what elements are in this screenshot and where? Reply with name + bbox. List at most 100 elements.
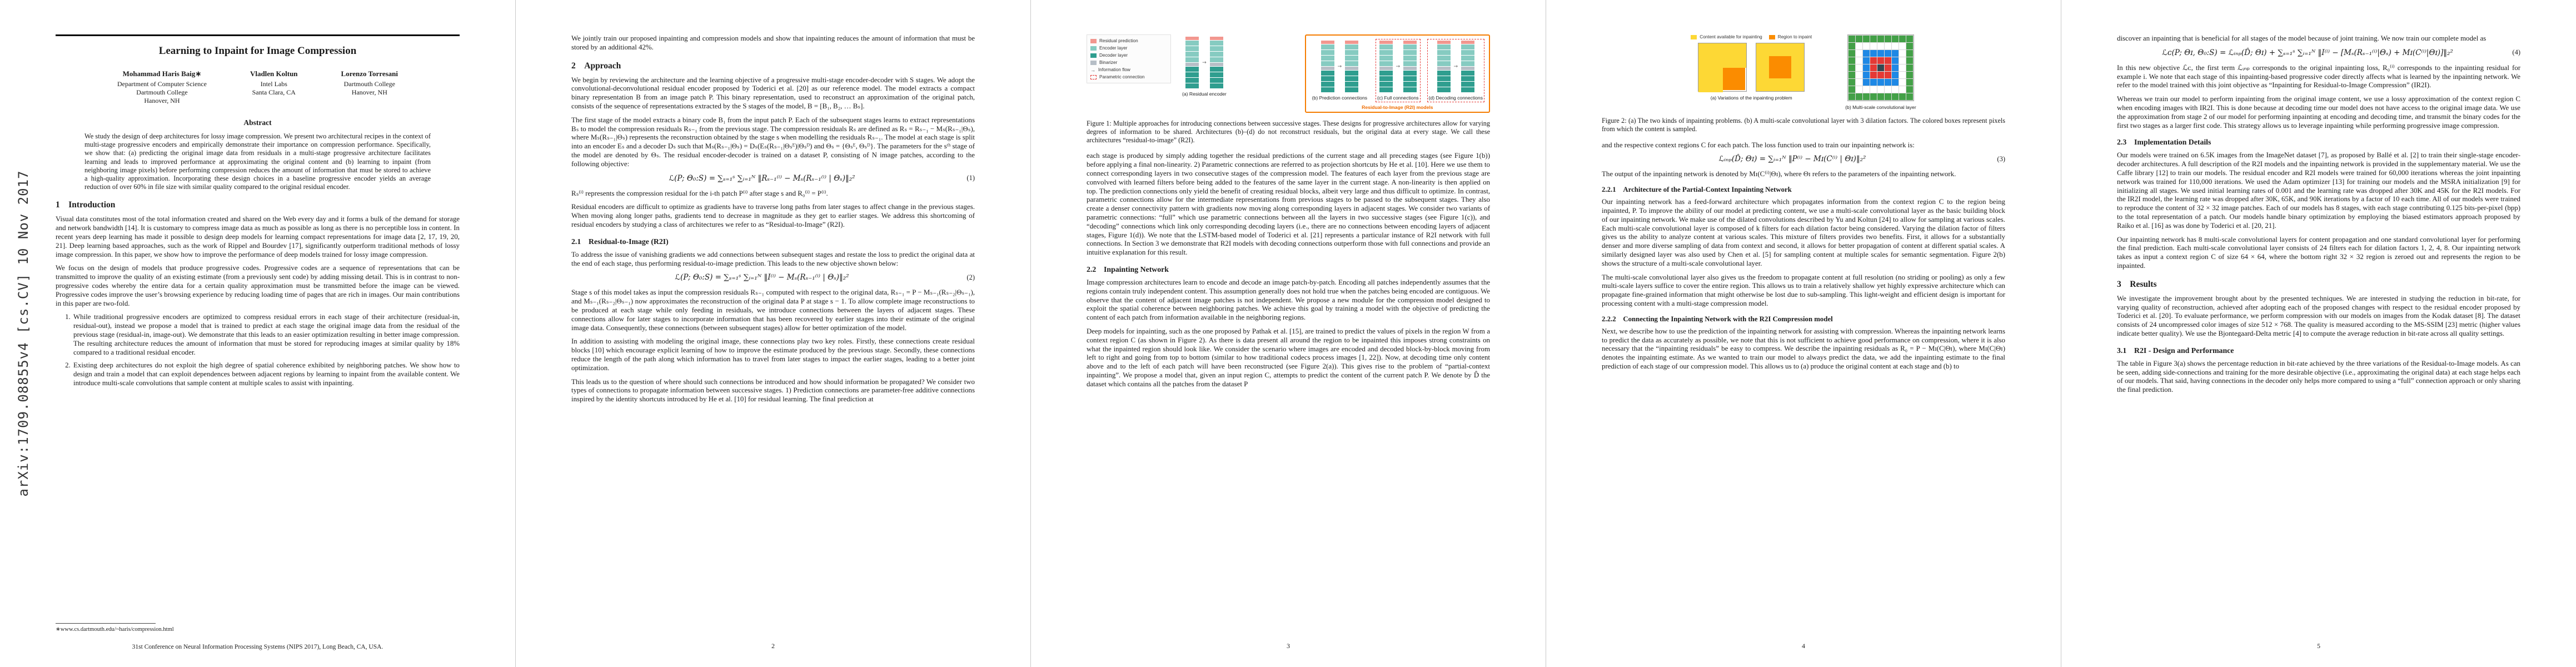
legend-label: Decoder layer — [1099, 53, 1128, 58]
layer-bar — [1185, 72, 1199, 77]
architecture-full-connections: →(c) Full connections — [1375, 38, 1421, 103]
grid-cell — [1848, 93, 1855, 100]
grid-cell — [1870, 64, 1877, 71]
grid-cell — [1884, 86, 1891, 93]
paragraph: Deep models for inpainting, such as the … — [1087, 327, 1490, 388]
grid-cell — [1899, 57, 1906, 64]
author-affiliation: Hanover, NH — [351, 88, 387, 96]
layer-bar — [1437, 76, 1451, 81]
inpaint-region — [1769, 56, 1792, 78]
grid-cell — [1877, 43, 1884, 49]
paragraph: Our inpainting network has 8 multi-scale… — [2117, 235, 2520, 270]
box-swatch-icon — [1090, 60, 1097, 65]
layer-bar — [1185, 46, 1199, 51]
layer-bar — [1437, 41, 1451, 44]
encoder-decoder-tower — [1437, 41, 1451, 92]
contribution-item: While traditional progressive encoders a… — [72, 313, 460, 357]
layer-bar — [1437, 82, 1451, 87]
dilation-grid — [1847, 34, 1914, 101]
paragraph: Stage s of this model takes as input the… — [571, 288, 975, 332]
grid-cell — [1891, 36, 1899, 42]
layer-bar — [1461, 61, 1475, 66]
layer-bar — [1461, 82, 1475, 87]
grid-cell — [1891, 50, 1899, 57]
legend-label: Binarizer — [1099, 60, 1118, 65]
title-rule — [56, 34, 460, 36]
paragraph: Our models were trained on 6.5K images f… — [2117, 151, 2520, 230]
page-body: Learning to Inpaint for Image Compressio… — [56, 34, 460, 394]
footnote: ∗www.cs.dartmouth.edu/~haris/compression… — [56, 623, 174, 633]
layer-bar — [1379, 44, 1393, 49]
layer-bar — [1209, 46, 1223, 51]
layer-bar — [1185, 41, 1199, 46]
paragraph: We jointly train our proposed inpainting… — [571, 34, 975, 51]
layer-bar — [1461, 67, 1475, 70]
layer-bar — [1209, 78, 1223, 83]
equation: ℒ(P; Θ₀:S) = ∑ₛ₌₁ˢ ∑ᵢ₌₁ᴺ ‖Rₛ₋₁⁽ⁱ⁾ − Mₛ(R… — [571, 174, 975, 183]
grid-cell — [1862, 36, 1870, 42]
legend-label: Encoder layer — [1099, 46, 1128, 51]
author-block: Mohammad Haris Baig∗Department of Comput… — [56, 69, 460, 105]
equation-number: (2) — [966, 273, 975, 281]
layer-bar — [1403, 76, 1417, 81]
author-name: Vladlen Koltun — [250, 69, 298, 78]
grid-cell — [1848, 43, 1855, 49]
layer-bar — [1379, 82, 1393, 87]
paragraph: To address the issue of vanishing gradie… — [571, 250, 975, 267]
layer-bar — [1403, 44, 1417, 49]
grid-cell — [1855, 64, 1862, 71]
grid-cell — [1855, 43, 1862, 49]
layer-bar — [1209, 41, 1223, 46]
grid-cell — [1884, 79, 1891, 86]
subsection-heading: 3.1 R2I - Design and Performance — [2117, 346, 2234, 355]
architecture-label: (c) Full connections — [1377, 95, 1419, 101]
grid-cell — [1848, 72, 1855, 78]
grid-cell — [1848, 64, 1855, 71]
subsection-heading: 2.2 Inpainting Network — [1087, 265, 1169, 273]
layer-bar — [1321, 71, 1334, 76]
grid-cell — [1877, 64, 1884, 71]
section-heading: 2 Approach — [571, 61, 621, 71]
paper-page-1: Learning to Inpaint for Image Compressio… — [0, 0, 515, 667]
grid-cell — [1899, 72, 1906, 78]
paragraph: The output of the inpainting network is … — [1602, 170, 1956, 178]
layer-bar — [1321, 56, 1334, 61]
author-affiliation: Intel Labs — [260, 80, 287, 88]
grid-cell — [1862, 79, 1870, 86]
inpainting-examples — [1698, 43, 1805, 92]
grid-cell — [1899, 36, 1906, 42]
layer-bar — [1403, 87, 1417, 92]
paragraph: We begin by reviewing the architecture a… — [571, 76, 975, 110]
grid-cell — [1877, 50, 1884, 57]
layer-bar — [1209, 63, 1223, 66]
grid-cell — [1906, 79, 1913, 86]
paragraph: each stage is produced by simply adding … — [1087, 152, 1490, 257]
author-name: Lorenzo Torresani — [341, 69, 398, 78]
architecture-label: (d) Decoding connections — [1428, 95, 1483, 101]
paragraph: In this new objective ℒᴄ, the first term… — [2117, 63, 2520, 89]
layer-bar — [1437, 56, 1451, 61]
grid-cell — [1855, 50, 1862, 57]
abstract-text: We study the design of deep architecture… — [84, 132, 431, 191]
legend-item: →Information flow — [1090, 67, 1167, 72]
page-number: 5 — [2317, 642, 2320, 650]
grid-cell — [1899, 64, 1906, 71]
full-context-example — [1756, 43, 1805, 92]
flow-arrow-icon: → — [1202, 59, 1207, 66]
grid-cell — [1906, 43, 1913, 49]
legend-item: Content available for inpainting — [1691, 34, 1762, 39]
layer-bar — [1379, 67, 1393, 70]
grid-cell — [1877, 36, 1884, 42]
paragraph: and the respective context regions C for… — [1602, 141, 1915, 149]
layer-bar — [1209, 37, 1223, 40]
paragraph: This leads us to the question of where s… — [571, 377, 975, 404]
paper-title: Learning to Inpaint for Image Compressio… — [158, 45, 357, 57]
layer-bar — [1379, 76, 1393, 81]
grid-cell — [1870, 36, 1877, 42]
paragraph: Next, we describe how to use the predict… — [1602, 327, 2005, 370]
equation-body: ℒᵢₙₚ(D̂; Θɪ) = ∑ᵢ₌₁ᴺ ‖P⁽ⁱ⁾ − Mɪ(C⁽ⁱ⁾ | Θ… — [1718, 155, 1866, 164]
